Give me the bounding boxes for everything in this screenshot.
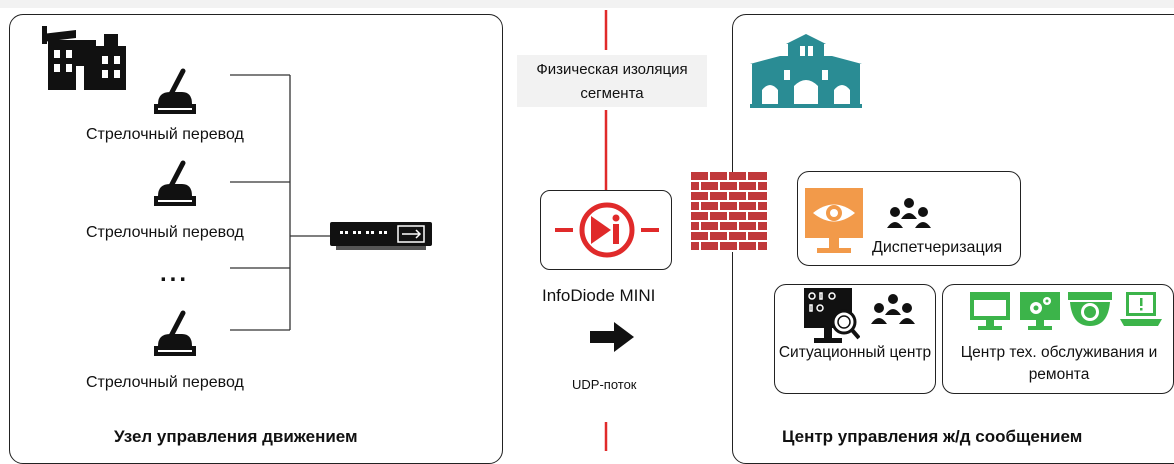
maintenance-label-text: Центр тех. обслуживания и ремонта xyxy=(960,344,1158,383)
infodiode-icon xyxy=(555,200,659,260)
monitor-window-icon xyxy=(970,292,1010,332)
dispatch-label: Диспетчеризация xyxy=(872,239,1003,256)
network-switch-icon xyxy=(330,222,432,250)
situation-center-box xyxy=(774,284,936,394)
monitor-eye-icon xyxy=(805,188,863,254)
connector-lines xyxy=(230,74,330,331)
maintenance-label: Центр тех. обслуживания и ремонта xyxy=(948,342,1170,386)
factory-icon xyxy=(42,26,126,90)
people-icon xyxy=(870,292,916,326)
udp-flow-label: UDP-поток xyxy=(572,377,637,392)
right-panel-title: Центр управления ж/д сообщением xyxy=(782,427,1083,446)
people-icon xyxy=(886,196,932,230)
isolation-label-text: Физическая изоляция сегмента xyxy=(536,61,688,102)
ellipsis: ... xyxy=(160,260,190,287)
situation-label: Ситуационный центр xyxy=(778,342,932,364)
isolation-label: Физическая изоляция сегмента xyxy=(517,58,707,106)
track-switch-icon xyxy=(150,160,200,210)
switch-label: Стрелочный перевод xyxy=(86,126,244,143)
station-building-icon xyxy=(750,34,862,108)
track-switch-icon xyxy=(150,68,200,118)
infodiode-label: InfoDiode MINI xyxy=(542,286,656,305)
isolation-label-bg xyxy=(517,55,707,107)
switch-label: Стрелочный перевод xyxy=(86,374,244,391)
laptop-icon xyxy=(1120,292,1162,328)
firewall-icon xyxy=(691,172,767,252)
isolation-line xyxy=(604,10,608,451)
arrow-right-icon xyxy=(588,320,636,354)
switch-label: Стрелочный перевод xyxy=(86,224,244,241)
top-band xyxy=(0,0,1174,8)
monitor-gear-icon xyxy=(1020,292,1060,332)
camera-icon xyxy=(1068,292,1112,328)
situation-label-text: Ситуационный центр xyxy=(778,344,932,361)
monitor-search-icon xyxy=(804,288,861,346)
left-panel-title: Узел управления движением xyxy=(114,427,358,446)
track-switch-icon xyxy=(150,310,200,360)
